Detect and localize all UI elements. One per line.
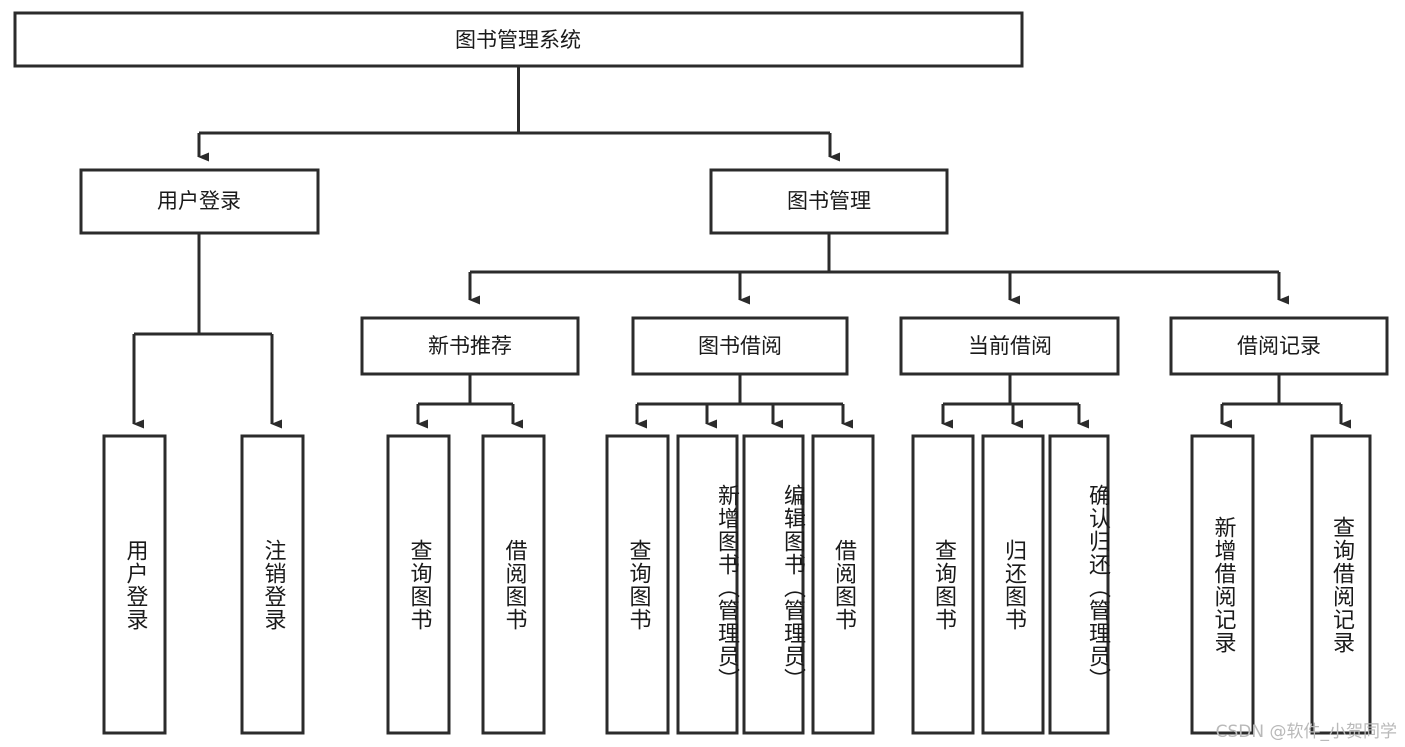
node-leaf-confirm-return-box[interactable]	[1048, 434, 1110, 735]
node-user-login-label: 用户登录	[157, 189, 241, 213]
node-leaf-query-book-2-box[interactable]	[605, 434, 670, 735]
connector-group	[132, 66, 1351, 429]
node-leaf-logout-login-box[interactable]	[240, 434, 305, 735]
node-new-book-recommend-label: 新书推荐	[428, 334, 512, 358]
node-current-borrow-label: 当前借阅	[968, 334, 1052, 358]
node-new-book-recommend-box[interactable]	[360, 316, 580, 376]
node-borrow-record-label: 借阅记录	[1237, 334, 1321, 358]
node-book-manage-label: 图书管理	[787, 189, 871, 213]
node-leaf-add-record-box[interactable]	[1190, 434, 1255, 735]
node-leaf-query-book-1-box[interactable]	[386, 434, 451, 735]
node-root-box[interactable]	[13, 11, 1024, 68]
node-leaf-borrow-book-2-box[interactable]	[811, 434, 875, 735]
node-leaf-return-book-box[interactable]	[981, 434, 1045, 735]
node-leaf-edit-book-box[interactable]	[742, 434, 805, 735]
node-user-login-box[interactable]	[79, 168, 320, 235]
node-leaf-borrow-book-1-box[interactable]	[481, 434, 546, 735]
node-leaf-query-book-3-box[interactable]	[911, 434, 975, 735]
node-borrow-record-box[interactable]	[1169, 316, 1389, 376]
node-book-borrow-box[interactable]	[631, 316, 849, 376]
node-leaf-user-login-box[interactable]	[102, 434, 167, 735]
node-leaf-query-record-box[interactable]	[1310, 434, 1372, 735]
node-book-borrow-label: 图书借阅	[698, 334, 782, 358]
node-leaf-add-book-box[interactable]	[676, 434, 739, 735]
node-book-manage-box[interactable]	[709, 168, 949, 235]
node-root-label: 图书管理系统	[455, 28, 581, 52]
node-current-borrow-box[interactable]	[899, 316, 1120, 376]
csdn-watermark: CSDN @软件_小贺同学	[1215, 722, 1397, 742]
node-group: 图书管理系统 用户登录 图书管理 新书推荐 图书借阅 当前借阅 借阅记录	[13, 11, 1389, 735]
